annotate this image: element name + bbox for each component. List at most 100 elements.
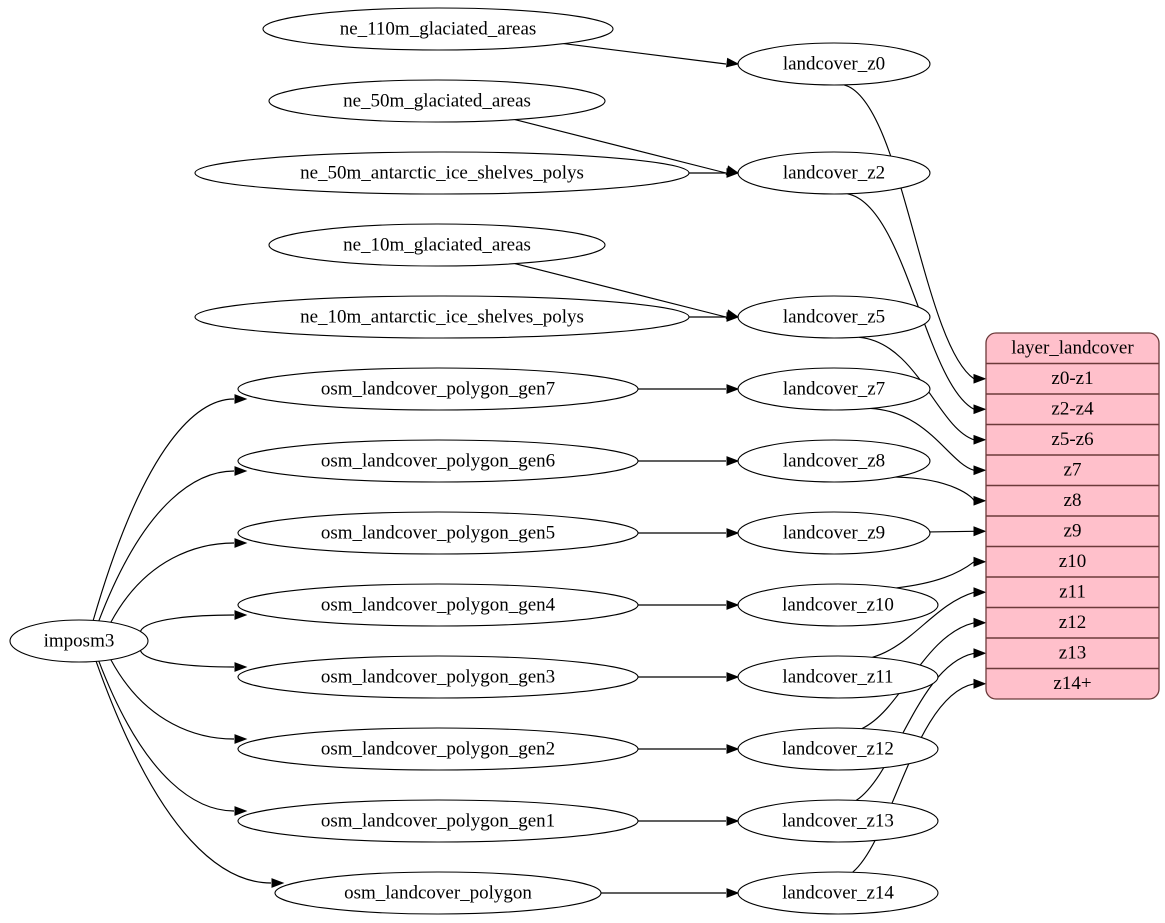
node-label: landcover_z0 bbox=[783, 53, 885, 74]
node-landcover_z2[interactable]: landcover_z2 bbox=[737, 151, 931, 195]
table-row-label[interactable]: z2-z4 bbox=[1051, 399, 1094, 420]
ellipse-shape bbox=[737, 439, 931, 483]
node-imposm3[interactable]: imposm3 bbox=[9, 619, 149, 663]
node-ne_10m_antarctic_ice_shelves_polys[interactable]: ne_10m_antarctic_ice_shelves_polys bbox=[194, 295, 690, 339]
ellipse-shape bbox=[237, 583, 639, 627]
node-ne_10m_glaciated_areas[interactable]: ne_10m_glaciated_areas bbox=[268, 223, 606, 267]
node-ne_110m_glaciated_areas[interactable]: ne_110m_glaciated_areas bbox=[262, 7, 614, 51]
table-row-label[interactable]: z12 bbox=[1059, 612, 1086, 633]
node-label: osm_landcover_polygon_gen1 bbox=[321, 810, 555, 831]
edge-arrowhead bbox=[234, 806, 248, 816]
edge-arrowhead bbox=[973, 404, 987, 415]
ellipse-shape bbox=[237, 511, 639, 555]
table-row-label[interactable]: z8 bbox=[1064, 490, 1082, 511]
edge-arrowhead bbox=[973, 617, 987, 628]
ellipse-shape bbox=[737, 367, 931, 411]
node-osm_landcover_polygon_gen1[interactable]: osm_landcover_polygon_gen1 bbox=[237, 799, 639, 843]
node-label: landcover_z9 bbox=[783, 522, 885, 543]
node-landcover_z8[interactable]: landcover_z8 bbox=[737, 439, 931, 483]
node-label: ne_50m_antarctic_ice_shelves_polys bbox=[300, 162, 584, 183]
edge-landcover_z2-to-table-z2-z4 bbox=[847, 193, 975, 410]
node-label: osm_landcover_polygon_gen4 bbox=[321, 594, 556, 615]
layer-landcover-table[interactable]: layer_landcover z0-z1 z2-z4 z5-z6 z7 z8 z9 z10 z… bbox=[985, 332, 1160, 700]
node-landcover_z11[interactable]: landcover_z11 bbox=[737, 655, 939, 699]
table-row-label[interactable]: z9 bbox=[1064, 521, 1082, 542]
edge-arrowhead bbox=[726, 312, 740, 322]
node-label: osm_landcover_polygon_gen2 bbox=[321, 738, 555, 759]
edge-arrowhead bbox=[234, 538, 248, 548]
table-row-label[interactable]: z14+ bbox=[1053, 673, 1091, 694]
edge-arrowhead bbox=[973, 678, 987, 689]
node-landcover_z0[interactable]: landcover_z0 bbox=[737, 42, 931, 86]
edge-imposm3-to-osm_landcover_polygon bbox=[95, 661, 272, 884]
node-osm_landcover_polygon[interactable]: osm_landcover_polygon bbox=[274, 871, 602, 915]
node-landcover_z5[interactable]: landcover_z5 bbox=[737, 295, 931, 339]
node-landcover_z14[interactable]: landcover_z14 bbox=[737, 871, 939, 915]
node-osm_landcover_polygon_gen6[interactable]: osm_landcover_polygon_gen6 bbox=[237, 439, 639, 483]
ellipse-shape bbox=[274, 871, 602, 915]
edge-arrowhead bbox=[726, 528, 740, 538]
node-ne_50m_antarctic_ice_shelves_polys[interactable]: ne_50m_antarctic_ice_shelves_polys bbox=[194, 151, 690, 195]
table-row-label[interactable]: z7 bbox=[1064, 460, 1082, 481]
edge-arrowhead bbox=[726, 168, 740, 178]
node-osm_landcover_polygon_gen2[interactable]: osm_landcover_polygon_gen2 bbox=[237, 727, 639, 771]
node-label: ne_50m_glaciated_areas bbox=[343, 90, 531, 111]
edge-arrowhead bbox=[726, 57, 740, 68]
edge-arrowhead bbox=[726, 456, 740, 466]
edge-arrowhead bbox=[234, 734, 248, 744]
node-label: osm_landcover_polygon_gen7 bbox=[321, 378, 555, 399]
node-label: osm_landcover_polygon_gen5 bbox=[321, 522, 555, 543]
node-label: osm_landcover_polygon_gen3 bbox=[321, 666, 555, 687]
ellipse-shape bbox=[737, 151, 931, 195]
edge-arrowhead bbox=[726, 672, 740, 682]
table-row-label[interactable]: z10 bbox=[1059, 551, 1086, 572]
table-row-label[interactable]: z13 bbox=[1059, 643, 1086, 664]
edge-arrowhead bbox=[726, 744, 740, 754]
node-osm_landcover_polygon_gen4[interactable]: osm_landcover_polygon_gen4 bbox=[237, 583, 639, 627]
table-row-label[interactable]: z5-z6 bbox=[1051, 429, 1093, 450]
nodes-layer: imposm3 ne_110m_glaciated_areas ne_50m_gla… bbox=[9, 7, 939, 915]
ellipse-shape bbox=[237, 367, 639, 411]
ellipse-shape bbox=[737, 583, 939, 627]
ellipse-shape bbox=[737, 42, 931, 86]
ellipse-shape bbox=[237, 439, 639, 483]
edge-arrowhead bbox=[973, 556, 987, 567]
node-label: osm_landcover_polygon_gen6 bbox=[321, 450, 555, 471]
edge-ne_10m_glaciated_areas-to-landcover_z5 bbox=[514, 263, 727, 318]
ellipse-shape bbox=[737, 871, 939, 915]
edge-imposm3-to-osm_landcover_polygon_gen7 bbox=[92, 398, 235, 621]
node-landcover_z9[interactable]: landcover_z9 bbox=[737, 511, 931, 555]
ellipse-shape bbox=[262, 7, 614, 51]
edge-arrowhead bbox=[726, 384, 740, 394]
node-label: landcover_z10 bbox=[782, 594, 894, 615]
edge-arrowhead bbox=[973, 495, 987, 506]
table-header-label: layer_landcover bbox=[1011, 338, 1134, 359]
node-landcover_z10[interactable]: landcover_z10 bbox=[737, 583, 939, 627]
ellipse-shape bbox=[237, 799, 639, 843]
node-osm_landcover_polygon_gen5[interactable]: osm_landcover_polygon_gen5 bbox=[237, 511, 639, 555]
node-label: landcover_z2 bbox=[783, 162, 885, 183]
node-label: landcover_z7 bbox=[783, 378, 885, 399]
node-landcover_z13[interactable]: landcover_z13 bbox=[737, 799, 939, 843]
node-landcover_z12[interactable]: landcover_z12 bbox=[737, 727, 939, 771]
node-osm_landcover_polygon_gen7[interactable]: osm_landcover_polygon_gen7 bbox=[237, 367, 639, 411]
edge-arrowhead bbox=[726, 816, 740, 826]
ellipse-shape bbox=[737, 727, 939, 771]
ellipse-shape bbox=[737, 295, 931, 339]
edge-arrowhead bbox=[726, 600, 740, 610]
edge-arrowhead bbox=[271, 878, 285, 888]
node-label: landcover_z12 bbox=[782, 738, 894, 759]
ellipse-shape bbox=[737, 655, 939, 699]
node-label: ne_10m_antarctic_ice_shelves_polys bbox=[300, 306, 584, 327]
edge-arrowhead bbox=[973, 587, 987, 598]
node-ne_50m_glaciated_areas[interactable]: ne_50m_glaciated_areas bbox=[268, 79, 606, 123]
node-osm_landcover_polygon_gen3[interactable]: osm_landcover_polygon_gen3 bbox=[237, 655, 639, 699]
table-row-label[interactable]: z11 bbox=[1059, 582, 1086, 603]
node-landcover_z7[interactable]: landcover_z7 bbox=[737, 367, 931, 411]
edge-arrowhead bbox=[973, 526, 987, 537]
table-row-label[interactable]: z0-z1 bbox=[1051, 368, 1093, 389]
node-label: ne_110m_glaciated_areas bbox=[340, 18, 537, 39]
node-label: osm_landcover_polygon bbox=[344, 882, 532, 903]
